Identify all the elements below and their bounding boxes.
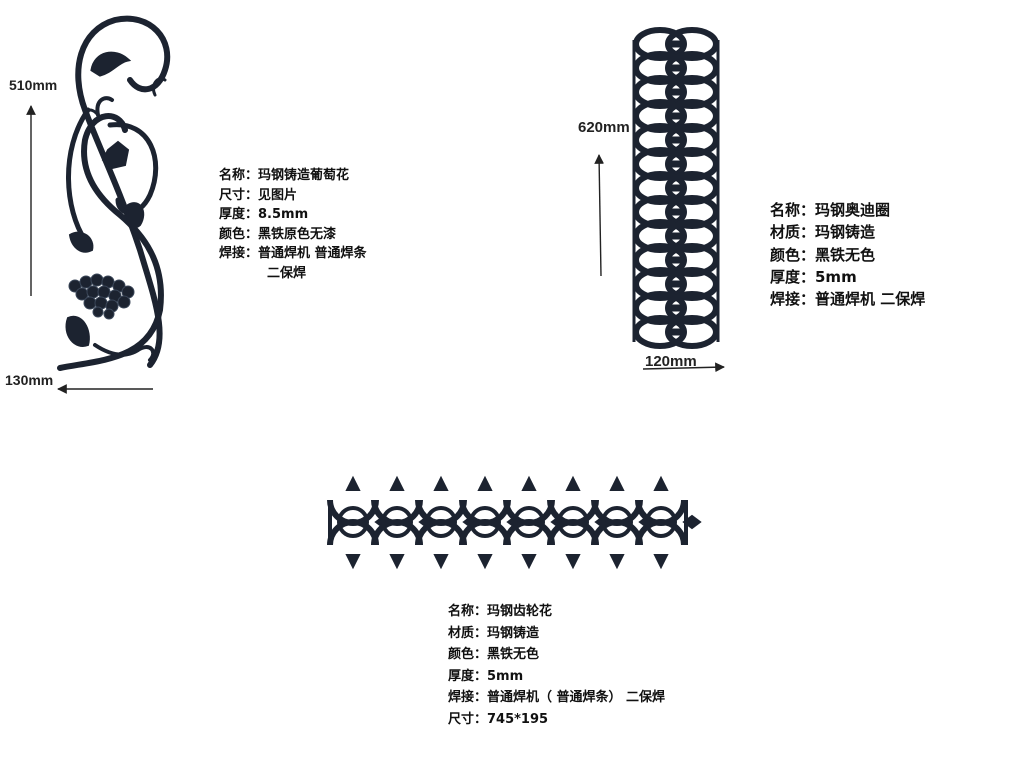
width-label: 130mm (5, 372, 54, 388)
spec-block: 名称：玛钢奥迪圈 材质：玛钢铸造 颜色：黑铁无色 厚度：5mm 焊接：普通焊机 … (770, 199, 925, 310)
height-label: 510mm (9, 77, 58, 93)
spec-line: 二保焊 (267, 265, 307, 281)
spec-line: 名称：玛钢奥迪圈 (770, 201, 891, 219)
height-label: 620mm (578, 119, 630, 136)
audi-ring-casting-image (632, 27, 720, 346)
spec-line: 焊接：普通焊机 二保焊 (770, 290, 926, 309)
width-label: 120mm (645, 353, 697, 370)
spec-block: 名称：玛钢齿轮花 材质：玛钢铸造 颜色：黑铁无色 厚度：5mm 焊接：普通焊机（… (448, 601, 665, 730)
spec-line: 厚度：5mm (448, 668, 524, 684)
spec-line: 尺寸：745*195 (448, 711, 549, 727)
spec-line: 材质：玛钢铸造 (770, 223, 876, 242)
gear-flower-casting-image (327, 478, 700, 567)
grape-vine-casting-image (57, 15, 171, 371)
grape-cluster (68, 273, 135, 320)
width-arrow (642, 362, 725, 373)
spec-line: 颜色：黑铁无色 (448, 647, 540, 662)
spec-line: 厚度：5mm (770, 267, 857, 286)
spec-line: 材质：玛钢铸造 (448, 625, 540, 641)
spec-line: 颜色：黑铁原色无漆 (219, 226, 337, 242)
spec-line: 焊接：普通焊机 普通焊条 (219, 246, 367, 262)
spec-line: 名称：玛钢齿轮花 (448, 604, 553, 619)
spec-line: 焊接：普通焊机（ 普通焊条） 二保焊 (448, 690, 666, 705)
spec-line: 尺寸：见图片 (219, 187, 298, 203)
spec-line: 名称：玛钢铸造葡萄花 (219, 168, 350, 183)
spec-line: 颜色：黑铁无色 (770, 245, 876, 264)
height-arrow (594, 154, 605, 277)
spec-block: 名称：玛钢铸造葡萄花 尺寸：见图片 厚度：8.5mm 颜色：黑铁原色无漆 焊接：… (219, 166, 367, 284)
spec-line: 厚度：8.5mm (219, 207, 309, 223)
